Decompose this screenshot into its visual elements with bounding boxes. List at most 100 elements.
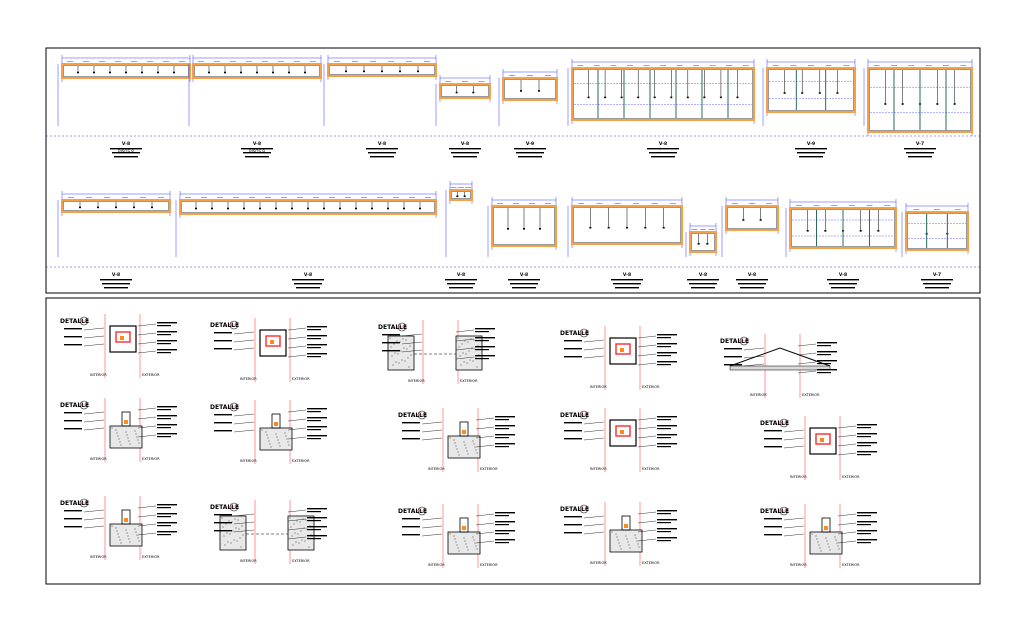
note-line bbox=[157, 322, 177, 324]
bar-mark bbox=[806, 230, 809, 232]
beam-inner bbox=[63, 65, 189, 77]
note-line bbox=[102, 283, 130, 285]
aggregate-dot bbox=[475, 545, 477, 547]
note-line bbox=[615, 287, 639, 289]
note-line bbox=[451, 152, 479, 154]
leader-line bbox=[233, 339, 255, 343]
detail-title: DETALLE bbox=[760, 508, 789, 515]
aggregate-dot bbox=[464, 444, 466, 446]
note-line bbox=[243, 152, 271, 154]
note-line bbox=[764, 438, 782, 440]
note-line bbox=[402, 534, 420, 536]
bar-mark bbox=[703, 96, 706, 99]
silicone-bead bbox=[124, 420, 128, 424]
aggregate-dot bbox=[453, 439, 455, 441]
bottom-frame bbox=[45, 297, 981, 585]
aggregate-dot bbox=[811, 533, 813, 535]
bar-mark bbox=[670, 96, 673, 99]
leader-line bbox=[583, 355, 605, 359]
aggregate-dot bbox=[305, 519, 307, 521]
aggregate-dot bbox=[635, 537, 637, 539]
note-line bbox=[611, 279, 643, 281]
leader-line bbox=[287, 418, 307, 422]
note-line bbox=[475, 328, 495, 330]
note-line bbox=[157, 334, 171, 336]
bar-mark bbox=[224, 71, 226, 74]
interior-label: INTERIOR bbox=[590, 467, 607, 471]
aggregate-dot bbox=[392, 364, 394, 366]
bar-mark bbox=[77, 71, 79, 74]
aggregate-dot bbox=[409, 345, 411, 347]
note-line bbox=[64, 510, 82, 512]
note-line bbox=[687, 279, 719, 281]
leader-line bbox=[783, 437, 805, 441]
bar-mark bbox=[141, 71, 143, 74]
note-line bbox=[453, 156, 477, 158]
note-line bbox=[157, 522, 177, 524]
bar-mark bbox=[399, 70, 401, 73]
note-line bbox=[382, 350, 400, 352]
bar-mark bbox=[211, 207, 213, 210]
bar-mark bbox=[304, 71, 306, 74]
detail-title: DETALLE bbox=[378, 324, 407, 331]
aggregate-dot bbox=[469, 359, 471, 361]
aggregate-dot bbox=[242, 534, 244, 536]
note-line bbox=[214, 530, 232, 532]
aggregate-dot bbox=[118, 536, 120, 538]
bar-mark bbox=[472, 91, 475, 94]
bar-mark bbox=[173, 71, 175, 74]
note-line bbox=[64, 328, 82, 330]
aggregate-dot bbox=[466, 450, 468, 452]
note-line bbox=[564, 516, 582, 518]
aggregate-dot bbox=[405, 339, 407, 341]
note-line bbox=[214, 430, 232, 432]
note-line bbox=[370, 156, 394, 158]
note-line bbox=[214, 422, 232, 424]
aggregate-dot bbox=[818, 544, 820, 546]
note-line bbox=[110, 148, 142, 150]
note-line bbox=[657, 334, 677, 336]
leader-line bbox=[637, 444, 657, 448]
note-line bbox=[510, 283, 538, 285]
leader-line bbox=[783, 525, 805, 529]
note-line bbox=[307, 438, 321, 440]
beam-outline bbox=[766, 67, 856, 113]
aggregate-dot bbox=[458, 346, 460, 348]
bar-mark bbox=[208, 71, 210, 74]
note-line bbox=[857, 451, 877, 453]
note-line bbox=[307, 329, 321, 331]
aggregate-dot bbox=[268, 440, 270, 442]
note-line bbox=[857, 542, 871, 544]
note-line bbox=[817, 354, 831, 356]
leader-line bbox=[637, 529, 657, 533]
aggregate-dot bbox=[475, 449, 477, 451]
note-line bbox=[495, 533, 509, 535]
note-line bbox=[495, 512, 515, 514]
leader-line bbox=[137, 407, 157, 411]
note-line bbox=[657, 537, 677, 539]
aggregate-dot bbox=[118, 438, 120, 440]
beam-label: V-8 bbox=[699, 272, 707, 278]
aggregate-dot bbox=[453, 535, 455, 537]
note-line bbox=[857, 442, 877, 444]
aggregate-dot bbox=[454, 442, 456, 444]
note-line bbox=[447, 283, 475, 285]
aggregate-dot bbox=[269, 443, 271, 445]
note-line bbox=[64, 518, 82, 520]
leader-line bbox=[233, 421, 255, 425]
note-line bbox=[495, 428, 509, 430]
aggregate-dot bbox=[279, 445, 281, 447]
leader-line bbox=[137, 332, 157, 336]
frame-profile bbox=[121, 411, 131, 427]
note-line bbox=[157, 331, 177, 333]
note-line bbox=[292, 279, 324, 281]
bar-mark bbox=[323, 207, 325, 210]
note-line bbox=[857, 521, 877, 523]
aggregate-dot bbox=[618, 542, 620, 544]
aggregate-dot bbox=[267, 437, 269, 439]
bar-mark bbox=[706, 243, 709, 245]
aggregate-dot bbox=[126, 532, 128, 534]
